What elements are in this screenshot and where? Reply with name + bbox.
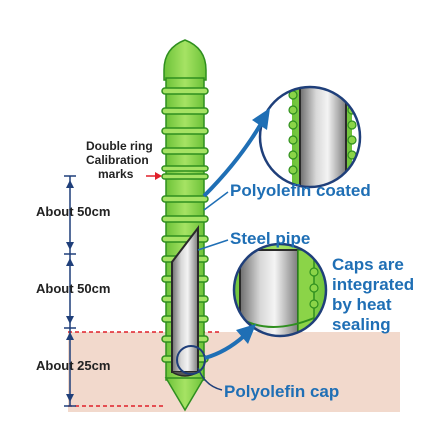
caps-label-line4: sealing xyxy=(332,315,391,334)
polyolefin-coated-label: Polyolefin coated xyxy=(230,181,371,200)
detail-circle-cap xyxy=(232,242,328,338)
stake xyxy=(161,39,209,412)
polyolefin-cap-label: Polyolefin cap xyxy=(224,382,339,401)
caps-label-line3: by heat xyxy=(332,295,392,314)
cap-highlight-circle xyxy=(176,345,206,375)
calibration-label-line2: Calibration xyxy=(86,153,149,167)
calibration-label-line3: marks xyxy=(98,167,134,181)
coated-pointer xyxy=(203,191,229,211)
steel-pipe-label: Steel pipe xyxy=(230,229,310,248)
dimension-scale xyxy=(64,175,76,407)
arrow-to-coating xyxy=(202,108,270,198)
caps-label-line2: integrated xyxy=(332,275,414,294)
cap-pointer xyxy=(197,367,223,391)
dimension-label-3: About 25cm xyxy=(36,358,110,373)
calibration-arrowhead xyxy=(155,172,162,180)
detail-circle-coating xyxy=(258,85,362,189)
arrow-to-cap xyxy=(204,324,256,360)
dimension-label-1: About 50cm xyxy=(36,204,110,219)
dimension-label-2: About 50cm xyxy=(36,281,110,296)
steel-pointer xyxy=(197,239,229,251)
caps-label-line1: Caps are xyxy=(332,255,404,274)
calibration-label-line1: Double ring xyxy=(86,139,153,153)
